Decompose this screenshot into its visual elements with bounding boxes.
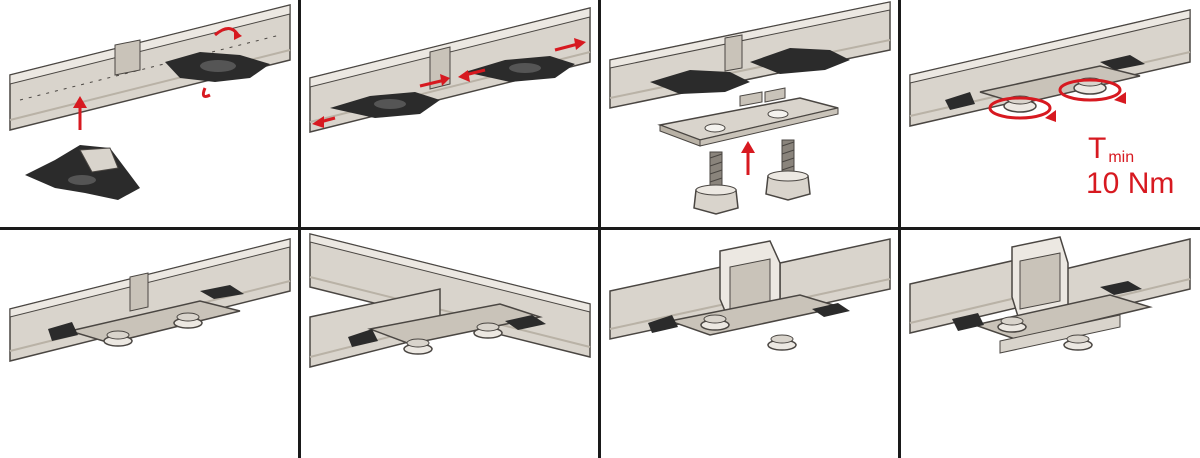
step-5-illustration — [9, 238, 291, 362]
connector-plate — [348, 303, 546, 347]
step-7-illustration — [609, 238, 891, 351]
rail — [609, 1, 891, 109]
step-6-panel — [300, 229, 600, 458]
insert-clamp-arrow-icon — [73, 96, 87, 130]
step-8-panel — [900, 229, 1200, 458]
torque-symbol: T — [1088, 132, 1107, 165]
step-2-illustration — [309, 7, 591, 133]
step-1-panel — [0, 0, 300, 229]
step-5-panel — [0, 229, 300, 458]
insert-bolts-arrow-icon — [741, 141, 755, 175]
tighten-rotation-arrow-icon — [988, 78, 1122, 120]
step-1-illustration — [9, 4, 291, 200]
torque-value: 10 Nm — [1086, 167, 1175, 201]
clamp-in-rail — [165, 52, 270, 82]
grid-divider — [0, 227, 1200, 230]
step-3-panel — [600, 0, 900, 229]
step-8-illustration — [909, 236, 1191, 354]
step-2-panel — [300, 0, 600, 229]
parallel-rails — [309, 233, 591, 368]
step-3-illustration — [609, 1, 891, 215]
connector-plate — [945, 55, 1145, 110]
clamps-in-rail — [650, 48, 850, 94]
bolt-heads — [103, 312, 203, 347]
step-4-panel — [900, 0, 1200, 229]
bolt-heads — [403, 322, 503, 355]
clamp-left — [330, 92, 440, 118]
loose-clamp — [25, 145, 140, 200]
joined-rails — [9, 238, 291, 362]
bolt-heads — [700, 314, 797, 351]
step-6-illustration — [309, 233, 591, 368]
bolt-heads — [997, 316, 1093, 351]
torque-subscript: min — [1108, 149, 1135, 167]
bolt-right — [765, 139, 811, 201]
rail-cross-joint — [609, 238, 891, 340]
connector-plate — [657, 87, 839, 147]
clamp-right — [465, 56, 575, 82]
bolt-left — [693, 151, 739, 215]
step-4-illustration — [909, 9, 1191, 127]
step-7-panel — [600, 229, 900, 458]
